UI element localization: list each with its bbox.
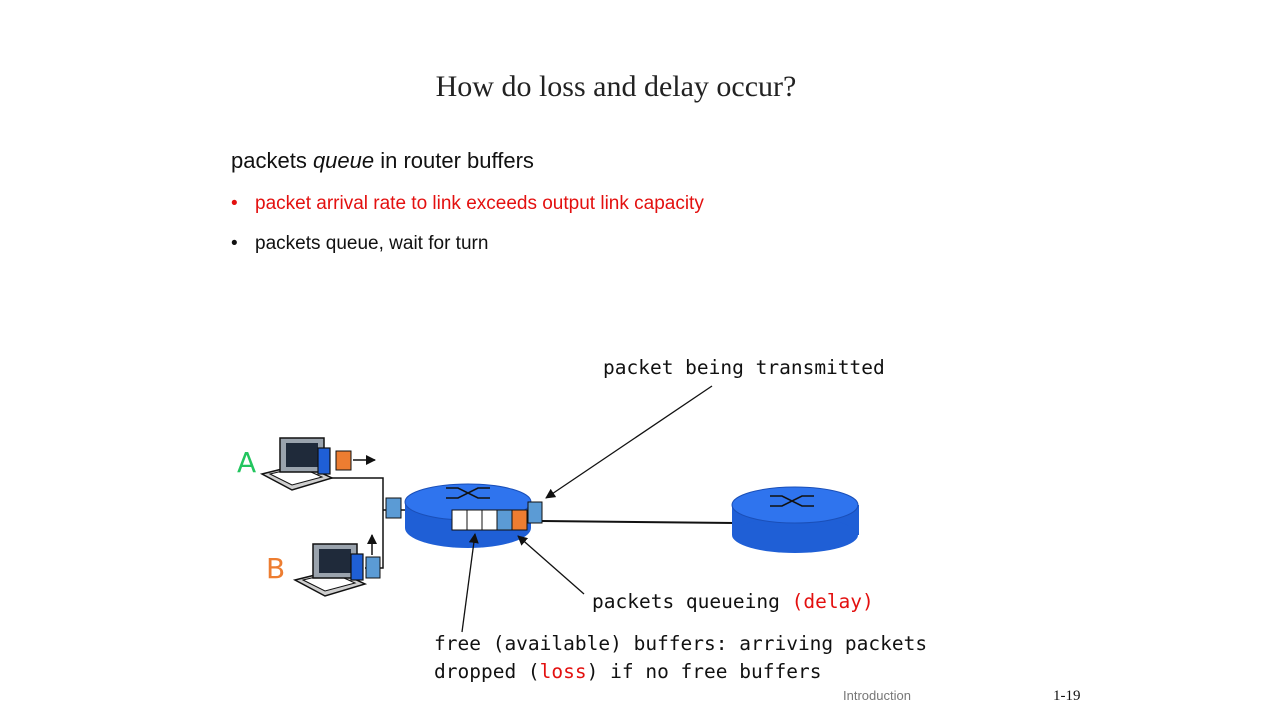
lead-text: packets queue in router buffers [231,148,534,174]
footer-section: Introduction [843,688,911,703]
label-dropped-text: dropped ( [434,660,540,683]
lead-pre: packets [231,148,313,173]
lead-post: in router buffers [374,148,534,173]
computer-a-icon [259,437,335,491]
packet-from-a [335,450,376,471]
bullet-dot: • [231,233,238,254]
label-free-buffers-line2: dropped (loss) if no free buffers [434,660,821,683]
label-free-buffers-line1: free (available) buffers: arriving packe… [434,632,928,655]
footer-page-number: 1-19 [1053,688,1081,704]
lead-emphasis: queue [312,148,375,173]
packet-arriving [385,497,402,519]
bullet-text: packet arrival rate to link exceeds outp… [255,193,704,214]
computer-b-icon [292,543,368,597]
slide-title: How do loss and delay occur? [435,70,797,103]
bullet-text: packets queue, wait for turn [255,233,489,254]
bullet-item: • packet arrival rate to link exceeds out… [231,193,704,215]
annotation-arrows [461,385,713,633]
bullet-dot: • [231,193,238,214]
router-buffer-queue [451,509,528,531]
host-b-label: B [266,552,286,585]
output-link [541,520,736,524]
packet-from-b [365,534,381,579]
label-packet-transmitted: packet being transmitted [603,356,885,379]
label-no-free-text: ) if no free buffers [586,660,822,683]
label-packets-queueing: packets queueing (delay) [592,590,874,613]
router-2-icon [731,486,859,553]
packet-transmitting [527,501,543,524]
host-a-label: A [237,446,257,479]
bullet-item: • packets queue, wait for turn [231,233,488,255]
label-loss: loss [539,660,587,683]
label-delay: (delay) [791,590,874,613]
label-queueing-text: packets queueing [592,590,792,613]
